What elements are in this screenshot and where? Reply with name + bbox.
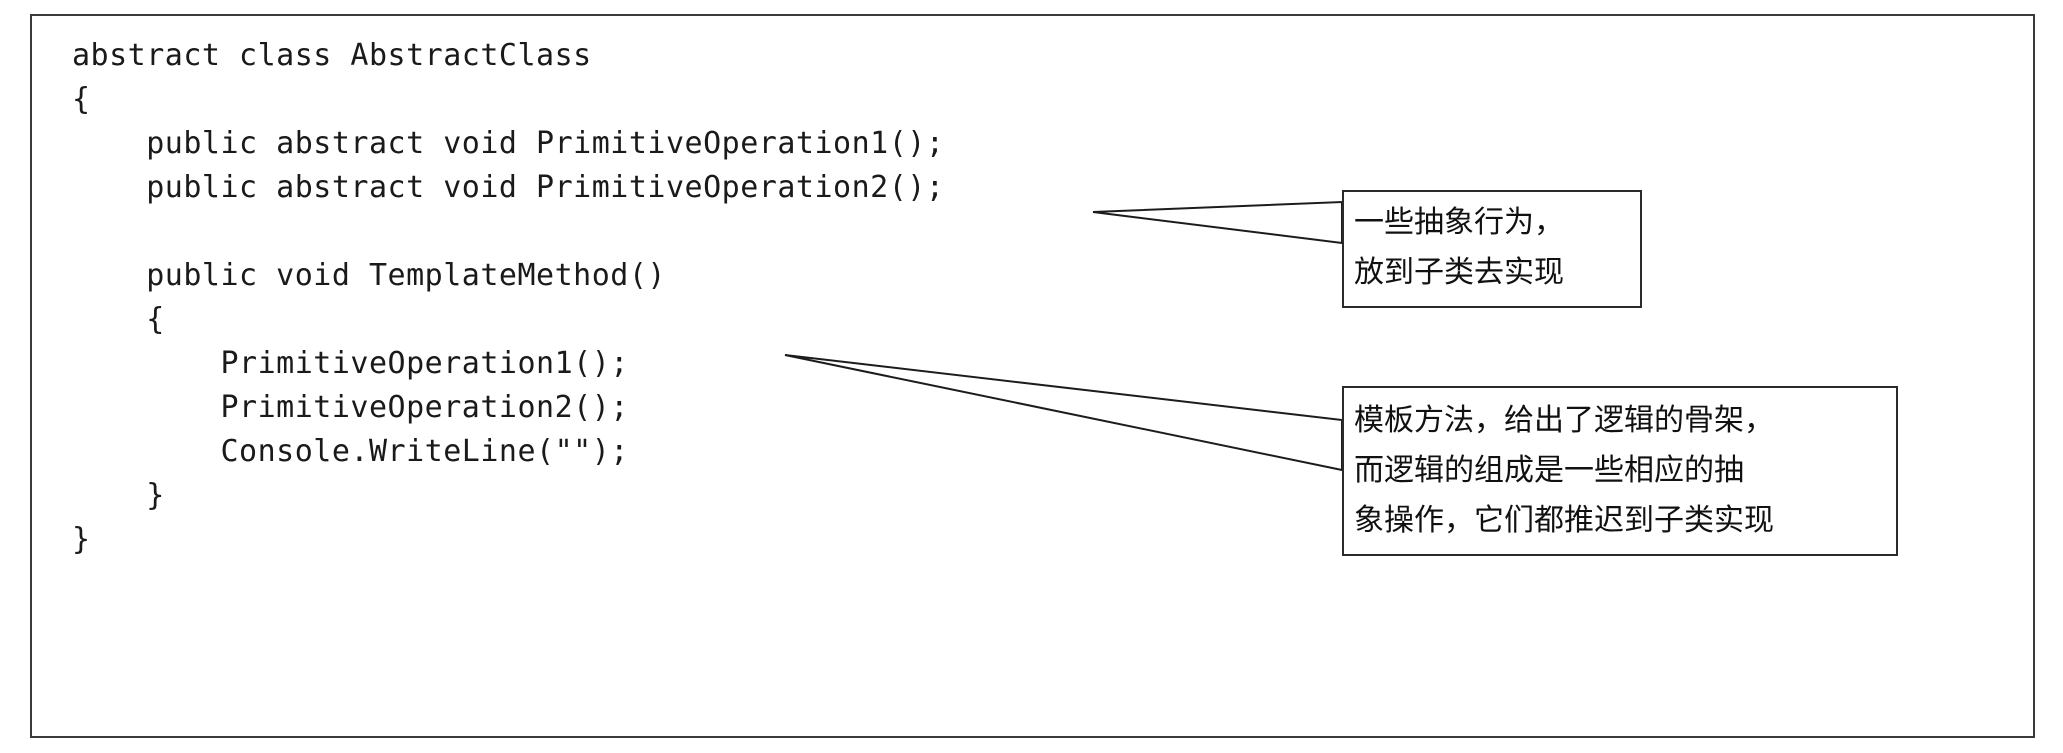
code-line: Console.WriteLine(""); [72, 434, 629, 469]
code-line: public abstract void PrimitiveOperation2… [72, 170, 945, 205]
callout-abstract-behaviors: 一些抽象行为， 放到子类去实现 [1342, 190, 1642, 308]
code-line: abstract class AbstractClass [72, 38, 592, 73]
code-line: PrimitiveOperation2(); [72, 390, 629, 425]
code-line: public abstract void PrimitiveOperation1… [72, 126, 945, 161]
code-block: abstract class AbstractClass { public abs… [72, 34, 944, 562]
code-line: } [72, 478, 165, 513]
code-line-blank [72, 210, 944, 254]
callout-text-line: 模板方法，给出了逻辑的骨架， [1354, 403, 1774, 438]
callout-text-line: 一些抽象行为， [1354, 205, 1564, 240]
callout-template-method-explanation: 模板方法，给出了逻辑的骨架， 而逻辑的组成是一些相应的抽 象操作，它们都推迟到子… [1342, 386, 1898, 556]
callout-text-line: 象操作，它们都推迟到子类实现 [1354, 503, 1774, 538]
callout-text-line: 放到子类去实现 [1354, 255, 1564, 290]
code-line: } [72, 522, 91, 557]
callout-text-line: 而逻辑的组成是一些相应的抽 [1354, 453, 1744, 488]
code-line: public void TemplateMethod() [72, 258, 666, 293]
code-frame: abstract class AbstractClass { public abs… [30, 14, 2035, 738]
code-line: PrimitiveOperation1(); [72, 346, 629, 381]
code-line: { [72, 302, 165, 337]
code-line: { [72, 82, 91, 117]
